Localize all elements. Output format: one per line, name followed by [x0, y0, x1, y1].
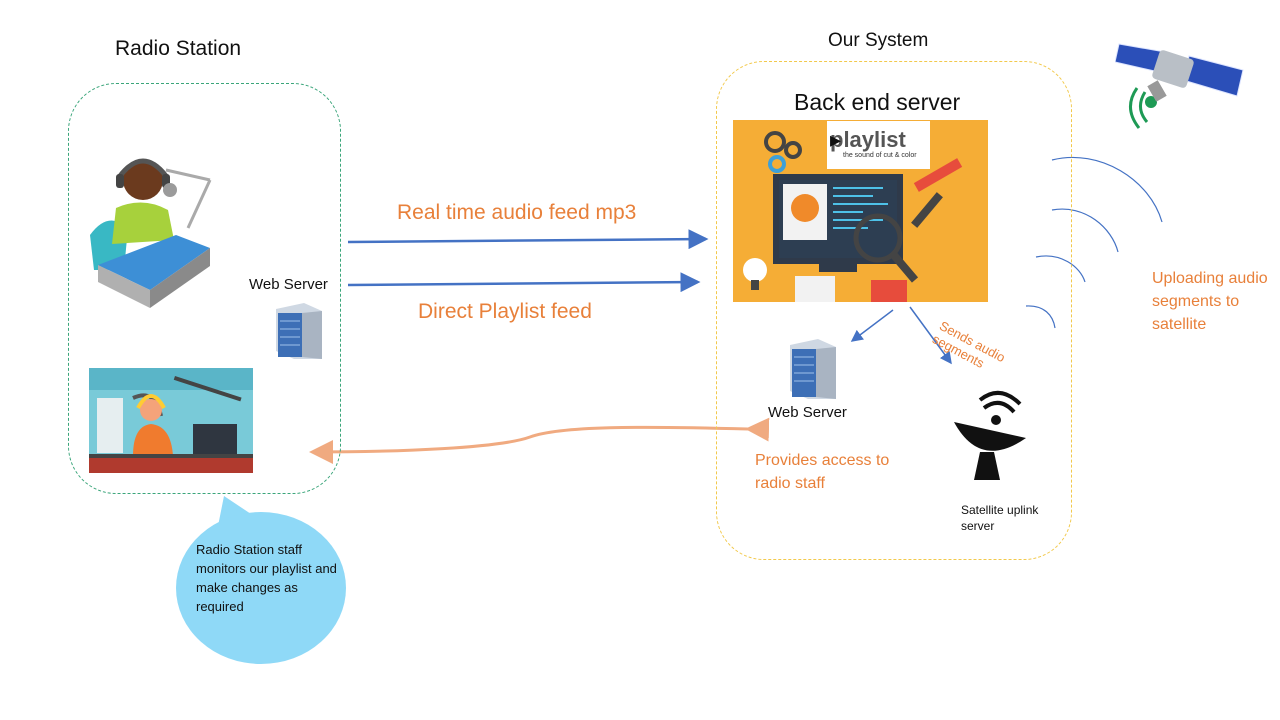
our-system-title: Our System	[828, 30, 929, 51]
backend-server-illustration	[733, 120, 988, 302]
signal-waves	[1025, 156, 1163, 329]
satellite-uplink-label: Satellite uplink server	[961, 503, 1039, 533]
radio-dj-illustration	[88, 140, 218, 310]
radio-station-title: Radio Station	[115, 37, 242, 60]
playlist-logo: playlist ▸ the sound of cut & color	[827, 121, 930, 169]
staff-speech-bubble	[176, 496, 346, 666]
uploading-label: Uploading audio segments to satellite	[1152, 270, 1268, 333]
playlist-feed-label: Direct Playlist feed	[418, 300, 592, 323]
staff-bubble-text: Radio Station staff monitors our playlis…	[196, 542, 337, 614]
playlist-tagline: the sound of cut & color	[843, 152, 917, 159]
radio-studio-illustration	[89, 368, 253, 473]
playlist-feed-arrow	[347, 272, 701, 293]
playlist-logo-text: playlist	[830, 127, 906, 152]
system-web-server-label: Web Server	[768, 404, 847, 421]
audio-feed-arrow	[347, 229, 709, 250]
our-system-panel	[716, 61, 1072, 560]
satellite-icon	[1115, 36, 1245, 131]
play-icon: ▸	[830, 127, 842, 152]
radio-web-server-label: Web Server	[249, 276, 328, 293]
radio-station-panel	[68, 83, 341, 494]
backend-to-webserver-arrow	[850, 309, 894, 342]
backend-server-title: Back end server	[794, 89, 961, 115]
radio-web-server-icon	[270, 301, 325, 361]
staff-access-arrow	[309, 417, 770, 464]
web-server-caption: Provides access to radio staff	[755, 452, 890, 492]
system-web-server-icon	[784, 337, 840, 401]
satellite-dish-icon	[950, 386, 1032, 482]
backend-to-uplink-arrow	[909, 306, 952, 365]
audio-feed-label: Real time audio feed mp3	[397, 201, 637, 224]
